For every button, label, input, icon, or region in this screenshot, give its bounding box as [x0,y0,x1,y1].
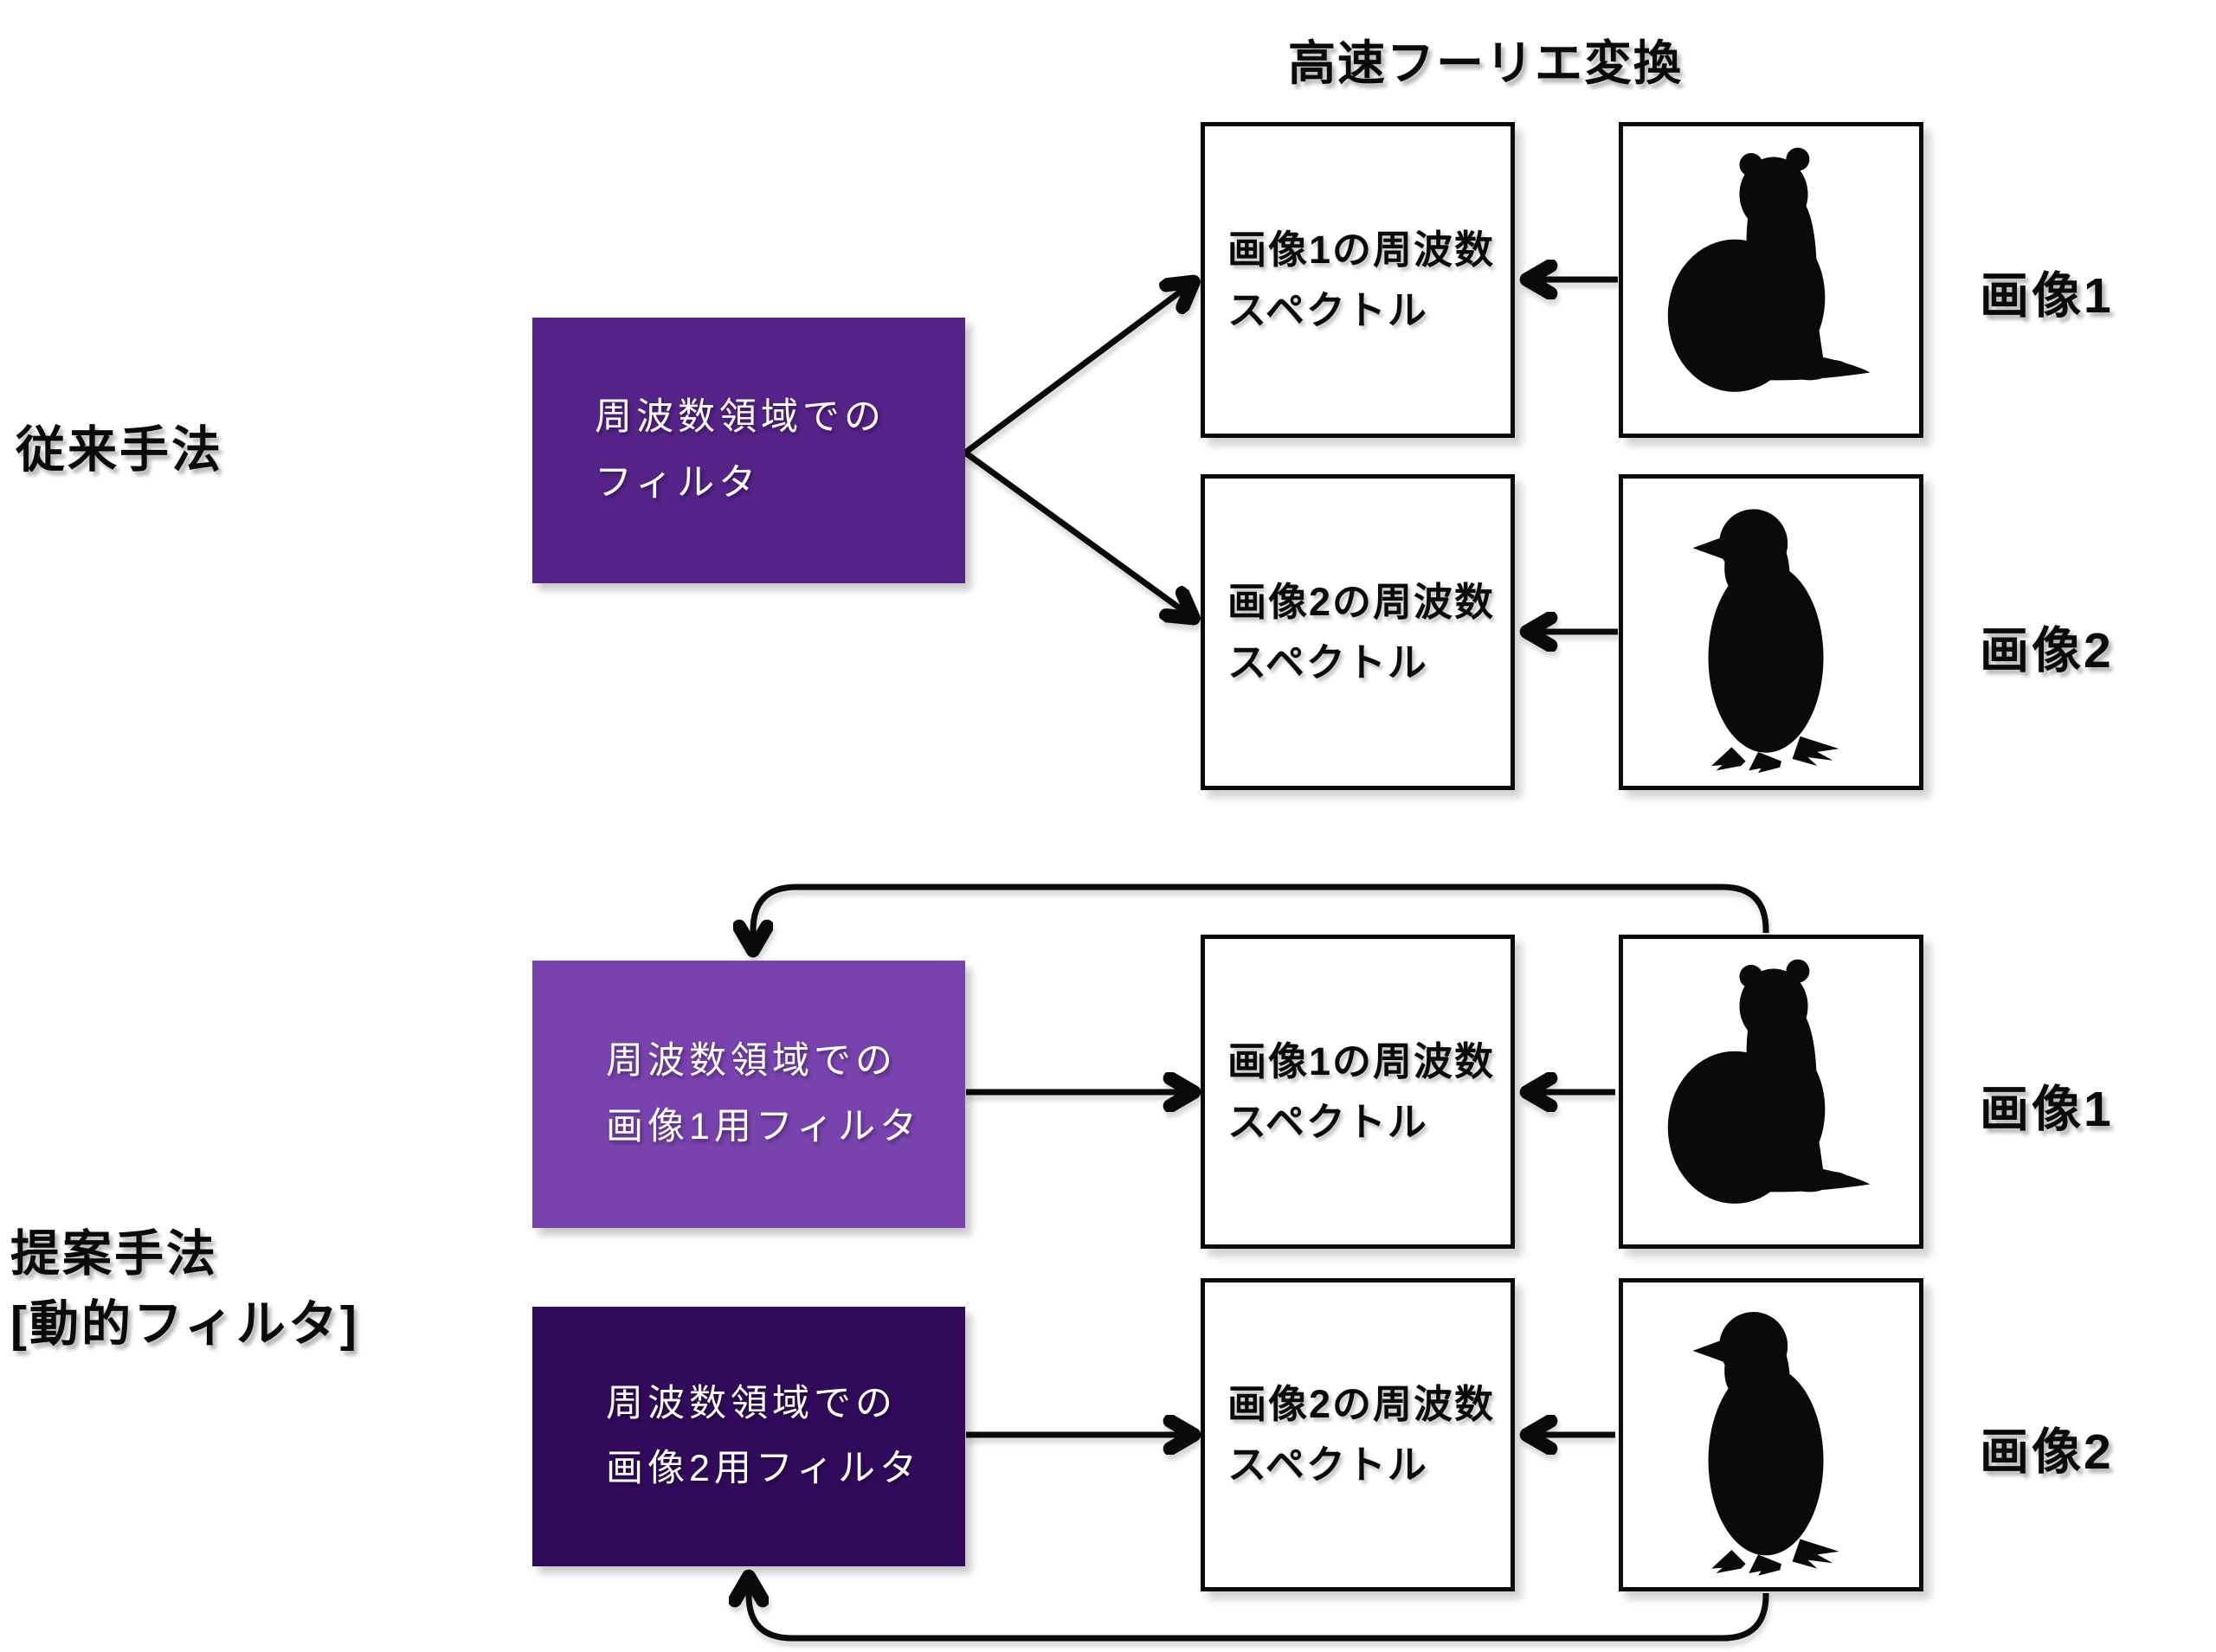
section-label-proposed-line2: [動的フィルタ] [10,1295,359,1352]
image1-box-proposed [1619,935,1923,1249]
filter-box-image1-proposed: 周波数領域での 画像1用フィルタ [532,961,965,1228]
image2-label-conventional: 画像2 [1980,623,2114,678]
spectrum2-text-line2-proposed: スペクトル [1227,1443,1428,1487]
spectrum1-text-line1: 画像1の周波数 [1227,227,1496,272]
spectrum1-text-line1-proposed: 画像1の周波数 [1227,1038,1496,1083]
arrow-filter-to-spectrum1-conventional [963,283,1192,455]
section-label-conventional: 従来手法 [16,422,223,478]
spectrum-box-image2-proposed: 画像2の周波数 スペクトル [1201,1278,1515,1591]
section-label-proposed-line1: 提案手法 [10,1226,218,1282]
spectrum1-text-line2-proposed: スペクトル [1227,1099,1428,1144]
filter2-text-line1: 周波数領域での [606,1382,897,1424]
penguin-silhouette-icon [1692,509,1839,773]
image1-label-proposed: 画像1 [1980,1082,2114,1137]
filter-box-image2-proposed: 周波数領域での 画像2用フィルタ [532,1307,965,1566]
image2-box-proposed [1619,1278,1923,1591]
ferret-silhouette-icon [1667,147,1871,392]
spectrum2-text-line1-proposed: 画像2の周波数 [1227,1382,1496,1427]
filter2-text-line2: 画像2用フィルタ [606,1448,922,1489]
spectrum1-text-line2: スペクトル [1227,287,1428,332]
filter-box-conventional-line2: フィルタ [595,461,761,504]
image2-label-proposed: 画像2 [1980,1424,2114,1480]
filter-box-conventional-line1: 周波数領域での [595,396,886,439]
image1-label-conventional: 画像1 [1980,268,2114,324]
spectrum-box-image2-conventional: 画像2の周波数 スペクトル [1201,474,1515,790]
spectrum2-text-line2: スペクトル [1227,640,1428,685]
ferret-silhouette-icon [1667,959,1871,1204]
spectrum-box-image1-conventional: 画像1の周波数 スペクトル [1201,122,1515,438]
filter1-text-line2: 画像1用フィルタ [606,1105,922,1147]
filter-box-conventional: 周波数領域での フィルタ [532,318,965,583]
fft-title: 高速フーリエ変換 [1288,36,1684,90]
spectrum2-text-line1: 画像2の周波数 [1227,579,1496,624]
penguin-silhouette-icon [1692,1311,1839,1576]
section-label-proposed: 提案手法 [動的フィルタ] [10,1219,359,1360]
image1-box-conventional [1619,122,1923,438]
filter1-text-line1: 周波数領域での [606,1040,897,1083]
spectrum-box-image1-proposed: 画像1の周波数 スペクトル [1201,935,1515,1249]
image2-box-conventional [1619,474,1923,790]
arrow-filter-to-spectrum2-conventional [963,450,1192,617]
